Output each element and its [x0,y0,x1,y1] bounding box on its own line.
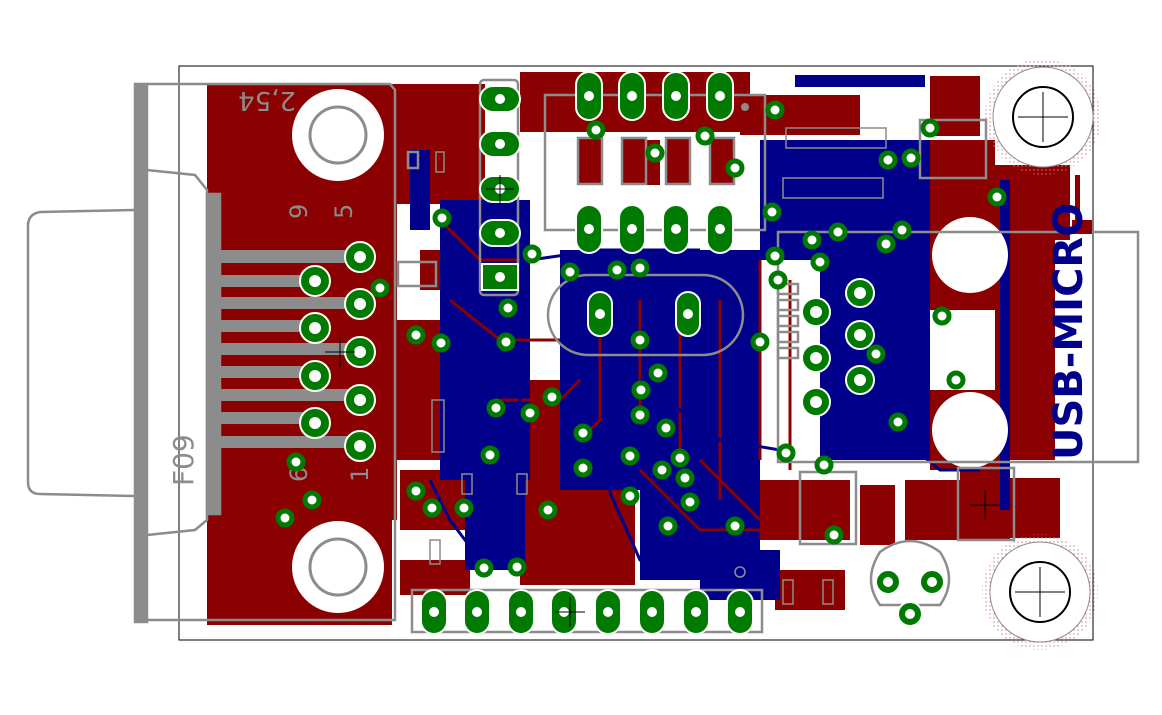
board-outline [178,65,1094,641]
mounting-hole-icon [982,534,1098,650]
dip-ic-drills [584,91,725,234]
pin-5-label: 5 [330,204,358,219]
db9-pin-traces [220,250,360,448]
crosshair-icon [970,490,1000,520]
usb-shield-hole [932,217,1008,293]
db9-connector-outline [26,82,397,624]
mounting-hole-icon [985,59,1101,175]
dip-ic-outline [543,93,767,232]
pin1-marker [734,566,746,578]
crosshair-icon [555,597,585,627]
bottom-header-pads [420,589,754,635]
mounting-hole-icon [292,521,384,613]
pin-1-label: 1 [346,467,374,482]
connector-ref-label: F09 [167,434,200,486]
small-smd-outlines [429,127,887,605]
mounting-hole-icon [292,89,384,181]
usb-connector-outline [776,230,1140,464]
pitch-label: 2,54 [238,85,296,115]
usb-smd-pads [1072,175,1092,234]
vias [275,100,1007,578]
pin-9-label: 9 [285,204,313,219]
bottom-header-outline [410,588,764,634]
crosshair-icon [325,337,355,367]
usb-shield-hole [932,392,1008,468]
usb-connector-label: USB-MICRO [1046,203,1092,460]
vertical-header-drills [495,94,505,282]
smd-pads-row [576,136,736,186]
usb-pads [801,278,875,417]
db9-pad-drills [309,251,366,452]
crosshair-icon [486,175,514,203]
